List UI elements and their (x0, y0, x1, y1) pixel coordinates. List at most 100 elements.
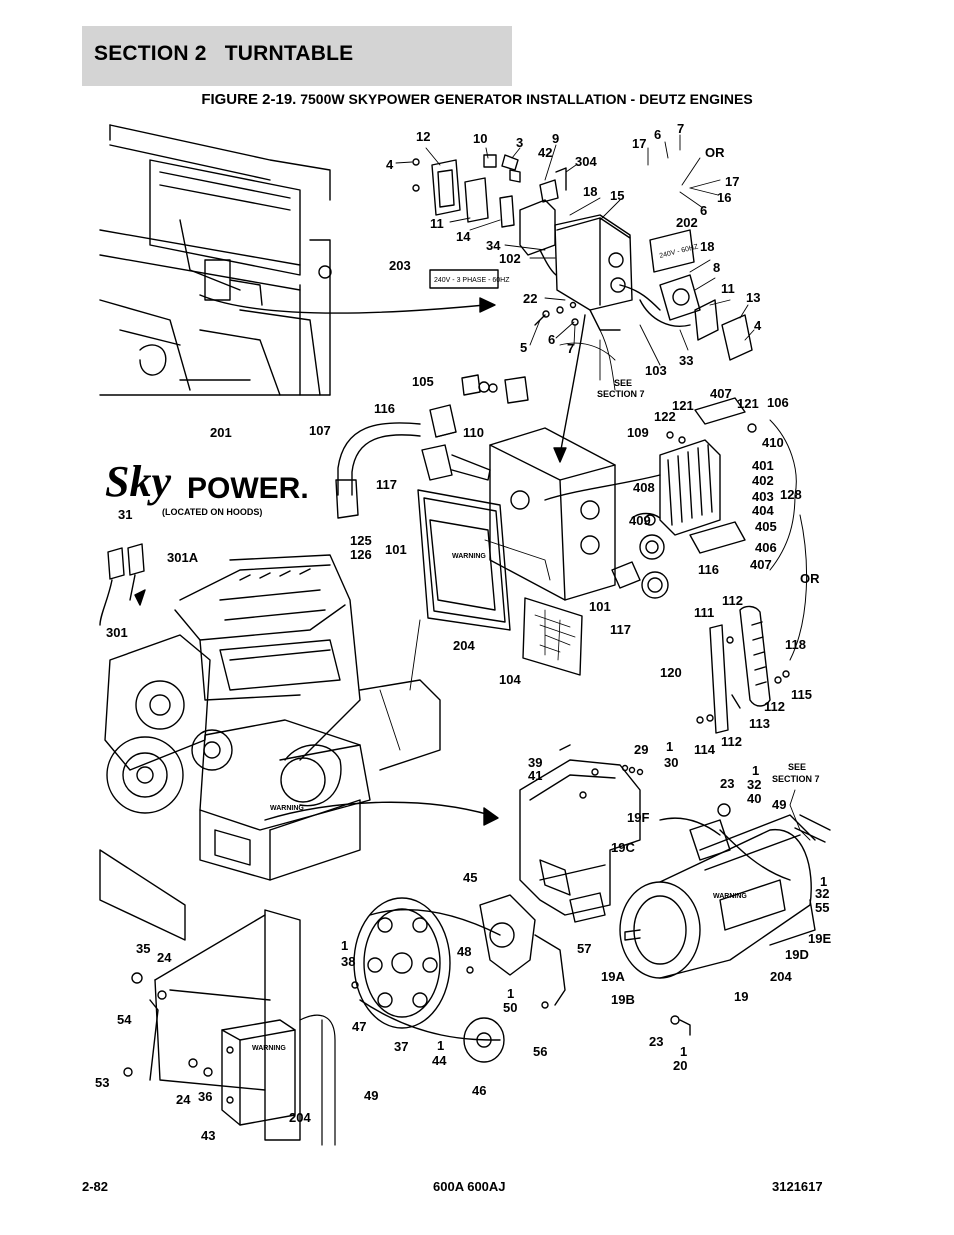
ground-bar-assembly (696, 605, 790, 734)
part-callout: 9 (552, 131, 559, 146)
part-callout: 7 (567, 341, 574, 356)
meter-assembly (639, 274, 753, 361)
drive-pulleys (351, 894, 566, 1063)
part-callout: 5 (520, 340, 527, 355)
part-callout: 30 (664, 755, 678, 770)
decal-203-text: 240V - 3 PHASE - 60HZ (434, 277, 510, 284)
model-numbers: 600A 600AJ (433, 1179, 506, 1194)
part-callout: 1 (341, 938, 348, 953)
part-callout: 117 (376, 477, 397, 492)
part-callout: 17 (632, 136, 646, 151)
box-warning-text: WARNING (252, 1045, 286, 1052)
part-callout: 11 (430, 216, 444, 231)
part-callout: 38 (341, 954, 355, 969)
generator-bracket (519, 744, 644, 923)
wiring-diagram-decal (522, 597, 583, 676)
part-callout: 112 (722, 593, 743, 608)
part-callout: 402 (752, 473, 774, 488)
part-callout: 122 (654, 409, 676, 424)
figure-title: 7500W SKYPOWER GENERATOR INSTALLATION - … (300, 91, 753, 107)
part-callout: 105 (412, 374, 434, 389)
part-callout: 204 (289, 1110, 311, 1125)
part-callout: 301A (167, 550, 199, 565)
part-callout: 106 (767, 395, 789, 410)
part-callout: 33 (679, 353, 693, 368)
part-callout: 40 (747, 791, 761, 806)
part-callout: 101 (385, 542, 407, 557)
part-callout: 57 (577, 941, 591, 956)
part-callout: 19A (601, 969, 625, 984)
part-callout: 6 (654, 127, 661, 142)
part-callout: 53 (95, 1075, 109, 1090)
see-section-7-lower-a: SEE (788, 762, 806, 772)
part-callout: 48 (457, 944, 471, 959)
turntable-console-drawing (99, 124, 332, 396)
lower-mount-plate (123, 909, 336, 1146)
part-callout: 112 (764, 699, 785, 714)
part-callout: 101 (589, 599, 611, 614)
part-callout: 1 (666, 739, 673, 754)
part-callout: 19B (611, 992, 635, 1007)
part-callout: 128 (780, 487, 802, 502)
part-callout: 114 (694, 742, 716, 757)
part-callout: 19F (627, 810, 649, 825)
part-callout: 4 (754, 318, 762, 333)
part-callout: 19E (808, 931, 831, 946)
part-callout: 118 (785, 637, 806, 652)
warning-decal-text: WARNING (452, 553, 486, 560)
part-callout: 19 (734, 989, 748, 1004)
part-callout: 24 (176, 1092, 191, 1107)
part-callout: 11 (721, 281, 735, 296)
part-callout: 404 (752, 503, 774, 518)
part-callout: 304 (575, 154, 597, 169)
part-callout: 10 (473, 131, 487, 146)
part-callout: 125 (350, 533, 372, 548)
figure-caption: FIGURE 2-19. 7500W SKYPOWER GENERATOR IN… (0, 91, 954, 108)
part-callout: 32 (747, 777, 761, 792)
part-callout: 50 (503, 1000, 517, 1015)
document-part-number: 3121617 (772, 1179, 823, 1194)
part-callout: 113 (749, 716, 770, 731)
part-callout: 14 (456, 229, 471, 244)
part-callout: 103 (645, 363, 667, 378)
part-callout: 110 (463, 425, 484, 440)
part-callout: 20 (673, 1058, 687, 1073)
part-callout: 109 (627, 425, 649, 440)
arrow-to-lower-box (559, 314, 586, 456)
part-callout: 18 (700, 239, 714, 254)
part-callout: 1 (680, 1044, 687, 1059)
engine-warning-text: WARNING (270, 805, 304, 812)
part-callout: 41 (528, 768, 542, 783)
part-callout: 3 (516, 135, 523, 150)
part-callout: 301 (106, 625, 128, 640)
part-callout: 47 (352, 1019, 366, 1034)
see-section-7-lower-b: SECTION 7 (772, 774, 820, 784)
part-callout: 406 (755, 540, 777, 555)
part-callout: 18 (583, 184, 597, 199)
part-callout: 6 (700, 203, 707, 218)
skypower-logo: Sky POWER. (LOCATED ON HOODS) (105, 457, 309, 517)
part-callout: 121 (737, 396, 759, 411)
part-callout: 16 (717, 190, 731, 205)
part-callout: 409 (629, 513, 651, 528)
part-callout: 202 (676, 215, 698, 230)
part-callout: 54 (117, 1012, 132, 1027)
part-callout: 115 (791, 687, 812, 702)
generator-19 (619, 803, 831, 1036)
part-callout: 408 (633, 480, 655, 495)
part-callout: 29 (634, 742, 648, 757)
part-callout: 116 (698, 562, 719, 577)
decal-202 (649, 229, 695, 273)
part-callout: 204 (453, 638, 475, 653)
brace-128 (769, 419, 797, 571)
figure-number: FIGURE 2-19. (201, 91, 297, 108)
arrow-to-junction-box (199, 294, 486, 314)
cable-glands (421, 374, 529, 481)
part-callout: 17 (725, 174, 739, 189)
part-callout: 31 (118, 507, 132, 522)
engine-assembly (99, 554, 441, 941)
part-callout: 403 (752, 489, 774, 504)
decal-203 (429, 269, 499, 289)
